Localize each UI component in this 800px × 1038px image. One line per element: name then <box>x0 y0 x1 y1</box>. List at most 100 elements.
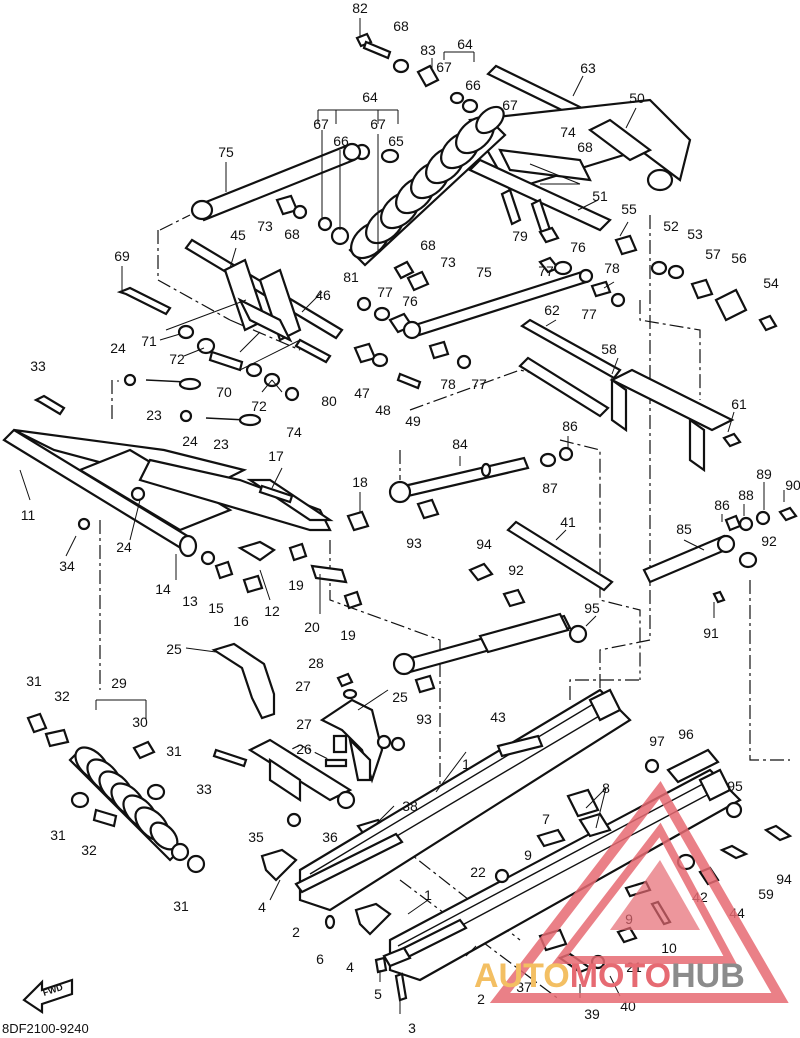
callout-label: 69 <box>114 248 130 264</box>
rear-suspension-parts <box>2 32 798 1002</box>
callout-label: 11 <box>21 507 36 523</box>
callout-label: 23 <box>146 407 162 423</box>
callout-label: 93 <box>406 535 422 551</box>
part-rod-75-upper <box>190 142 362 222</box>
callout-label: 29 <box>111 675 127 691</box>
callout-label: 75 <box>218 144 234 160</box>
svg-text:AUTOMOTOHUB: AUTOMOTOHUB <box>474 957 745 995</box>
callout-label: 31 <box>173 898 189 914</box>
callout-numbers: 82 68 83 64 67 66 63 50 64 67 66 67 65 6… <box>21 0 800 1036</box>
part-collar-83 <box>416 64 440 88</box>
callout-label: 56 <box>731 250 747 266</box>
callout-label: 83 <box>420 42 436 58</box>
callout-label: 94 <box>776 871 792 887</box>
callout-label: 89 <box>756 466 772 482</box>
part-washer-68-top <box>392 58 410 74</box>
callout-label: 67 <box>370 116 386 132</box>
watermark-text-hub: HUB <box>671 957 745 995</box>
callout-label: 74 <box>286 424 302 440</box>
callout-label: 24 <box>110 340 126 356</box>
callout-label: 32 <box>54 688 70 704</box>
callout-label: 47 <box>354 385 370 401</box>
callout-label: 82 <box>352 0 368 16</box>
callout-label: 95 <box>727 778 743 794</box>
callout-label: 53 <box>687 226 703 242</box>
callout-label: 20 <box>304 619 320 635</box>
callout-label: 67 <box>502 97 518 113</box>
callout-label: 73 <box>440 254 456 270</box>
part-front-arm-11 <box>2 428 334 558</box>
part-plate-43 <box>496 734 544 758</box>
callout-label: 27 <box>295 678 311 694</box>
part-shaft-41 <box>506 520 614 592</box>
part-bracket-58 <box>609 368 735 473</box>
callout-label: 49 <box>405 413 421 429</box>
callout-label: 62 <box>544 302 560 318</box>
callout-label: 45 <box>230 227 246 243</box>
callout-label: 59 <box>758 886 774 902</box>
callout-label: 78 <box>440 376 456 392</box>
callout-label: 78 <box>604 260 620 276</box>
callout-label: 85 <box>676 521 692 537</box>
part-stopper-4-right <box>354 902 392 936</box>
callout-label: 9 <box>524 847 532 863</box>
callout-label: 52 <box>663 218 679 234</box>
diagram-code: 8DF2100-9240 <box>2 1021 89 1036</box>
callout-label: 37 <box>516 979 532 995</box>
part-clip-12 <box>237 540 277 562</box>
part-bracket-56 <box>714 288 748 322</box>
callout-label: 18 <box>352 474 368 490</box>
callout-label: 64 <box>457 36 473 52</box>
callout-label: 2 <box>477 991 485 1007</box>
part-stopper-4-left <box>260 848 298 882</box>
callout-label: 31 <box>26 673 42 689</box>
callout-label: 19 <box>340 627 356 643</box>
callout-label: 32 <box>81 842 97 858</box>
callout-label: 4 <box>346 959 354 975</box>
callout-label: 34 <box>59 558 75 574</box>
callout-label: 31 <box>50 827 66 843</box>
callout-label: 66 <box>465 77 481 93</box>
callout-label: 68 <box>420 237 436 253</box>
callout-label: 33 <box>196 781 212 797</box>
part-bracket-25-upper <box>211 642 276 720</box>
callout-label: 38 <box>402 798 418 814</box>
callout-label: 79 <box>512 228 528 244</box>
callout-label: 39 <box>584 1006 600 1022</box>
callout-label: 86 <box>714 497 730 513</box>
callout-label: 76 <box>402 293 418 309</box>
callout-label: 30 <box>132 714 148 730</box>
callout-label: 12 <box>264 603 280 619</box>
callout-label: 96 <box>678 726 694 742</box>
callout-label: 61 <box>731 396 747 412</box>
callout-label: 24 <box>182 433 198 449</box>
part-shaft-85 <box>642 534 736 584</box>
callout-label: 93 <box>416 711 432 727</box>
automotohub-watermark-logo: AUTOMOTOHUB <box>474 781 789 1003</box>
callout-label: 92 <box>761 533 777 549</box>
part-bolt-82 <box>355 32 392 60</box>
callout-label: 27 <box>296 716 312 732</box>
callout-label: 68 <box>284 226 300 242</box>
callout-label: 87 <box>542 480 558 496</box>
fwd-arrow-icon: FWD <box>22 978 74 1015</box>
callout-label: 5 <box>374 986 382 1002</box>
callout-label: 67 <box>436 59 452 75</box>
callout-label: 19 <box>288 577 304 593</box>
callout-label: 90 <box>785 477 800 493</box>
callout-label: 84 <box>452 436 468 452</box>
callout-label: 48 <box>375 402 391 418</box>
part-shaft-60 <box>518 356 610 418</box>
callout-label: 54 <box>763 275 779 291</box>
callout-label: 81 <box>343 269 359 285</box>
callout-label: 23 <box>213 436 229 452</box>
part-slide-rail-1-upper <box>298 688 632 912</box>
callout-label: 86 <box>562 418 578 434</box>
callout-label: 8 <box>602 780 610 796</box>
callout-label: 2 <box>292 924 300 940</box>
callout-label: 26 <box>296 741 312 757</box>
callout-label: 22 <box>470 864 486 880</box>
callout-label: 68 <box>393 18 409 34</box>
callout-label: 58 <box>601 341 617 357</box>
callout-label: 73 <box>257 218 273 234</box>
